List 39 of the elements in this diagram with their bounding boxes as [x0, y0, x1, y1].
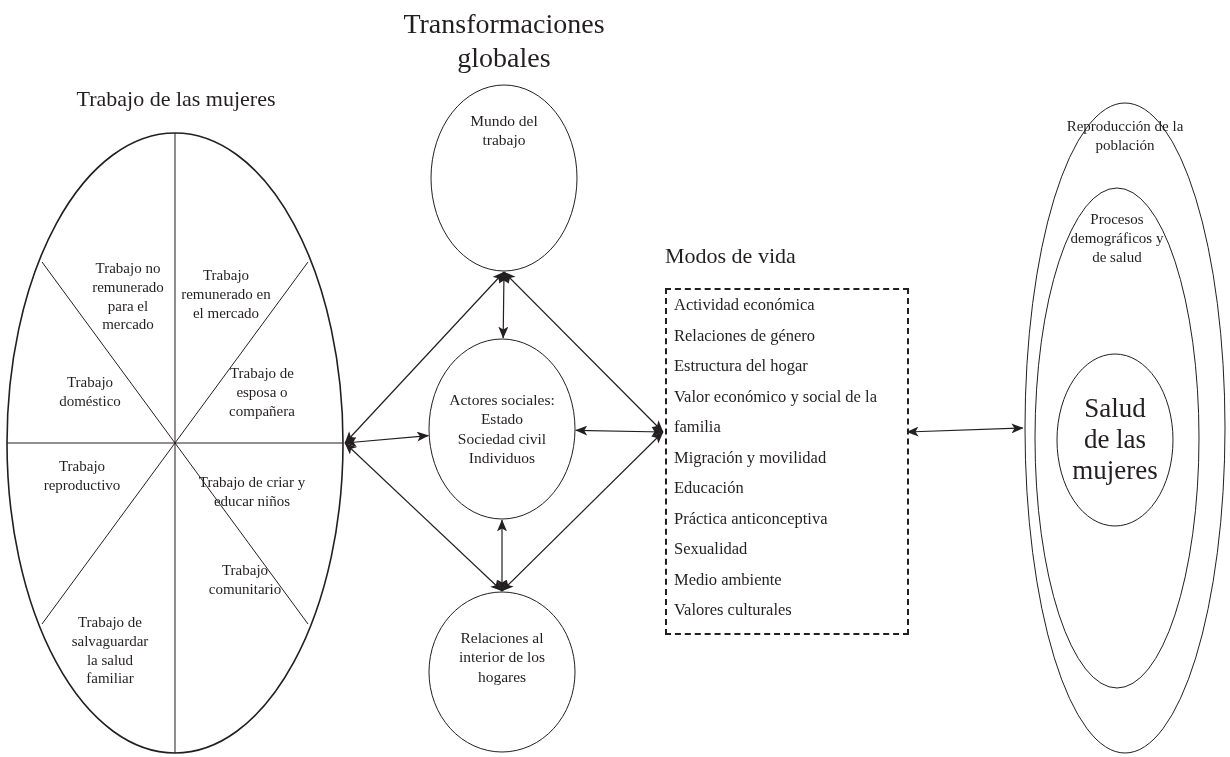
- double-arrow: [906, 423, 1024, 437]
- heading: Trabajo de las mujeres: [75, 85, 277, 113]
- node-text: Relaciones al interior de los hogares: [457, 628, 547, 687]
- node-text: Estado: [479, 409, 525, 429]
- node-text: Procesos demográficos y de salud: [1069, 210, 1165, 267]
- node-text: Salud de las mujeres: [1071, 393, 1159, 487]
- segment-text: Trabajo de esposa o compañera: [228, 363, 296, 421]
- double-arrow: [501, 431, 664, 592]
- node-text: Individuos: [467, 448, 537, 468]
- segment-text: Trabajo no remunerado para el mercado: [91, 258, 165, 334]
- segment-text: Trabajo comunitario: [207, 561, 283, 599]
- double-arrow: [344, 442, 503, 592]
- double-arrow: [497, 519, 507, 592]
- segment-text: Trabajo reproductivo: [42, 457, 122, 495]
- double-arrow: [344, 271, 505, 444]
- list-item: Valores culturales: [673, 599, 793, 621]
- heading: Modos de vida: [665, 242, 796, 270]
- list-item: Educación: [673, 477, 745, 499]
- list-item: Práctica anticonceptiva: [673, 507, 829, 530]
- double-arrow: [344, 431, 430, 447]
- list-item: Sexualidad: [673, 538, 749, 560]
- double-arrow: [575, 425, 664, 437]
- column-heading: Transformaciones globales: [402, 7, 606, 75]
- list-item: Medio ambiente: [673, 568, 783, 591]
- list-item: Valor económico y social de la familia: [673, 385, 878, 438]
- double-arrow: [498, 271, 509, 339]
- segment-text: Trabajo doméstico: [58, 373, 122, 411]
- node-text: Actores sociales:: [448, 390, 556, 410]
- double-arrow: [503, 271, 664, 433]
- segment-text: Trabajo de criar y educar niños: [197, 473, 307, 511]
- list-item: Estructura del hogar: [673, 355, 809, 377]
- list-item: Relaciones de género: [673, 324, 817, 347]
- node-text: Mundo del trabajo: [469, 111, 539, 150]
- list-item: Actividad económica: [673, 294, 816, 316]
- node-text: Sociedad civil: [456, 429, 548, 449]
- list-item: Migración y movilidad: [673, 446, 828, 469]
- node-text: Reproducción de la población: [1065, 117, 1185, 155]
- segment-text: Trabajo de salvaguardar la salud familiar: [70, 612, 150, 688]
- segment-text: Trabajo remunerado en el mercado: [181, 265, 271, 323]
